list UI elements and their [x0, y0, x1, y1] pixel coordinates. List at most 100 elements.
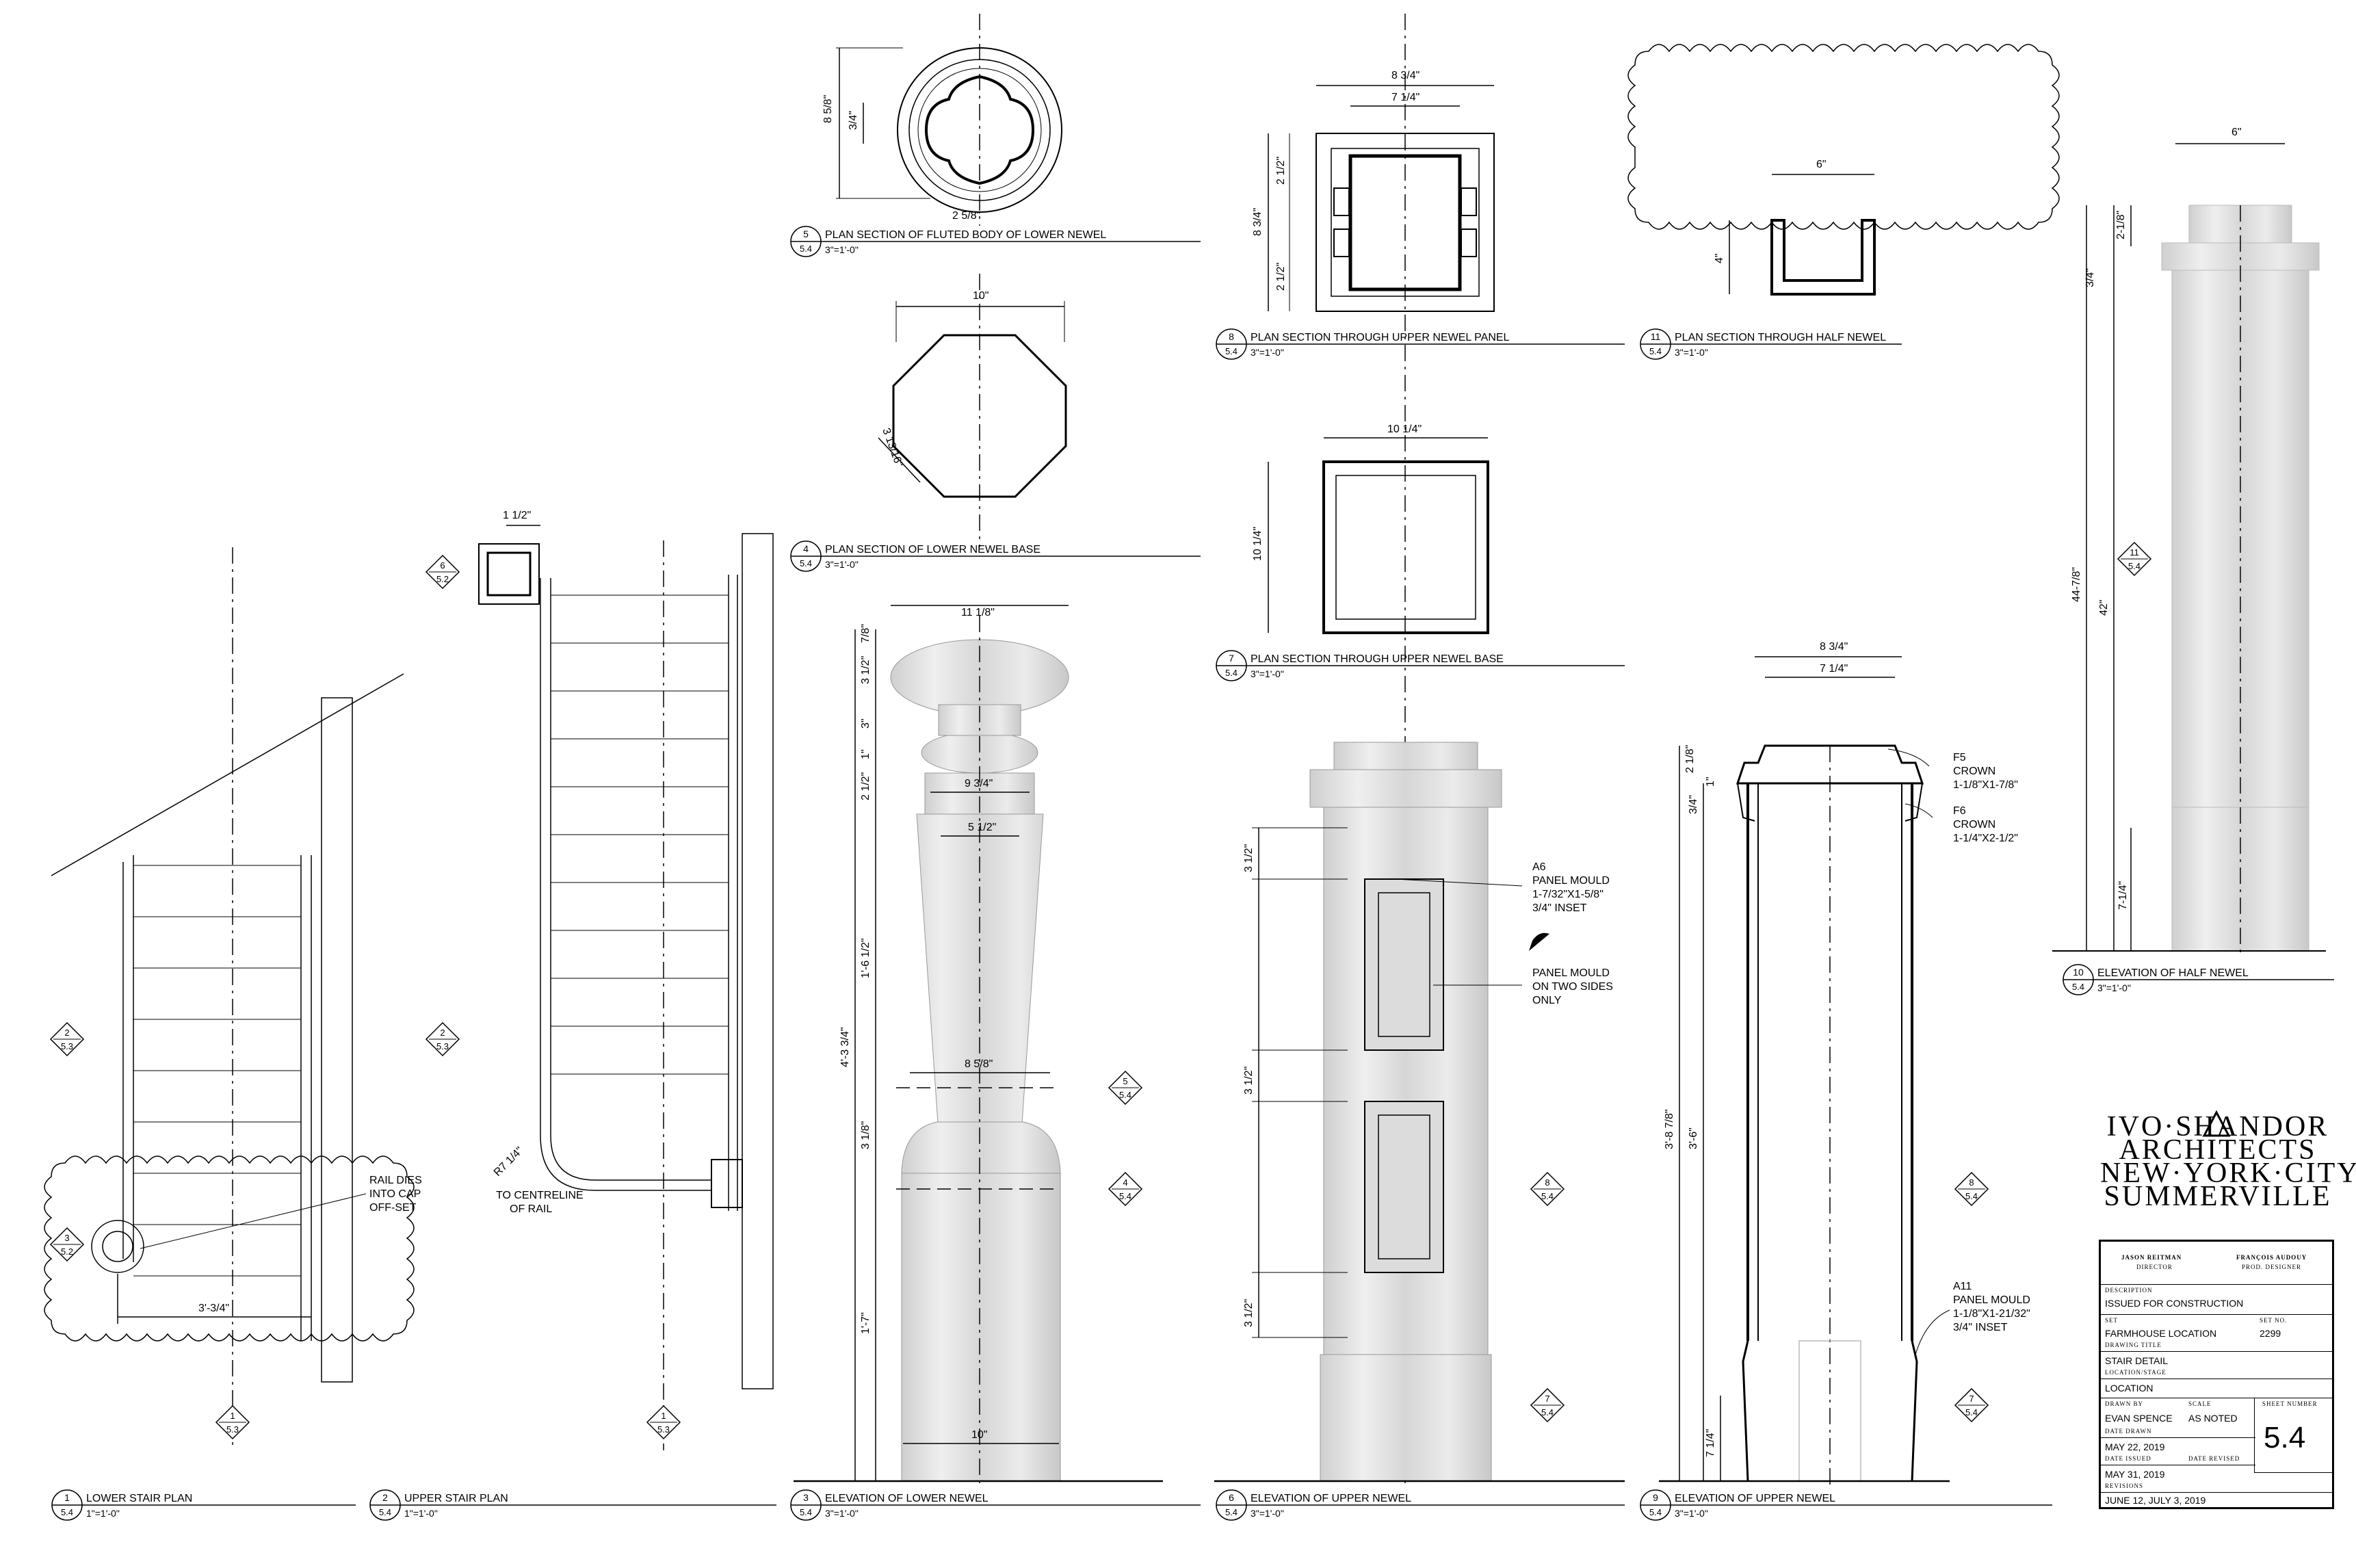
- detail-5-fluted-plan: [836, 14, 1062, 226]
- title-5-label: PLAN SECTION OF FLUTED BODY OF LOWER NEW…: [825, 229, 1106, 241]
- note-a11-3: 1-1/8"X1-21/32": [1953, 1308, 2030, 1320]
- title-1-num: 1: [64, 1492, 70, 1503]
- tb-loc-label: LOCATION/STAGE: [2105, 1369, 2167, 1376]
- note-a11-4: 3/4" INSET: [1953, 1322, 2008, 1333]
- detail-7-base-plan: [1268, 437, 1489, 634]
- dim-d10-w: 6": [2231, 127, 2242, 138]
- detail-title-3: 3 5.4 ELEVATION OF LOWER NEWEL 3"=1'-0": [790, 1489, 1201, 1521]
- svg-text:5.3: 5.3: [657, 1424, 670, 1435]
- svg-text:4: 4: [1123, 1177, 1127, 1188]
- ref-tag-2-5-3-right[interactable]: 2 5.3: [425, 1021, 460, 1057]
- note-f6-2: CROWN: [1953, 819, 1995, 831]
- detail-4-octagon-plan: [878, 274, 1067, 547]
- dim-d9-c: 3/4": [1688, 795, 1699, 814]
- tb-drevised-label: DATE REVISED: [2188, 1455, 2240, 1462]
- ref-tag-7-5-4-b[interactable]: 7 5.4: [1954, 1387, 1989, 1423]
- dim-d6-b: 3 1/2": [1243, 1067, 1255, 1095]
- svg-text:2: 2: [64, 1028, 69, 1038]
- dim-d4-s: 3 13/16": [880, 427, 904, 469]
- tb-person-1-name: JASON REITMAN: [2121, 1254, 2182, 1261]
- ref-tag-4-5-4[interactable]: 4 5.4: [1108, 1171, 1143, 1207]
- tb-setno-label: SET No.: [2260, 1317, 2288, 1324]
- title-9-sheet: 5.4: [1649, 1507, 1662, 1517]
- dim-d9-f: 7 1/4": [1705, 1429, 1716, 1457]
- svg-text:5.4: 5.4: [1119, 1191, 1131, 1201]
- detail-title-2: 2 5.4 UPPER STAIR PLAN 1"=1'-0": [369, 1489, 776, 1521]
- detail-title-7: 7 5.4 PLAN SECTION THROUGH UPPER NEWEL B…: [1216, 650, 1625, 681]
- svg-text:5.3: 5.3: [226, 1424, 239, 1435]
- detail-11-half-plan: [1627, 44, 2060, 296]
- ref-tag-11-5-4[interactable]: 11 5.4: [2117, 541, 2152, 577]
- title-6-num: 6: [1229, 1492, 1234, 1503]
- tb-set-label: SET: [2105, 1317, 2119, 1324]
- dim-d9-e: 3'-6": [1688, 1127, 1699, 1149]
- title-11-label: PLAN SECTION THROUGH HALF NEWEL: [1675, 332, 1886, 343]
- note-a11-1: A11: [1953, 1281, 1972, 1292]
- dim-d10-b: 3/4": [2084, 268, 2096, 287]
- svg-text:7: 7: [1545, 1394, 1549, 1404]
- title-11-sheet: 5.4: [1649, 346, 1662, 356]
- title-4-num: 4: [803, 543, 809, 554]
- tb-set: FARMHOUSE LOCATION: [2105, 1328, 2217, 1339]
- tb-person-2-name: FRANÇOIS AUDOUY: [2236, 1254, 2307, 1261]
- ref-tag-7-5-4-a[interactable]: 7 5.4: [1530, 1387, 1565, 1423]
- ref-tag-3-5-2[interactable]: 3 5.2: [49, 1227, 85, 1262]
- ref-tag-8-5-4-a[interactable]: 8 5.4: [1530, 1171, 1565, 1207]
- title-7-num: 7: [1229, 653, 1234, 664]
- title-4-sheet: 5.4: [800, 558, 812, 569]
- ref-tag-5-5-4[interactable]: 5 5.4: [1108, 1070, 1143, 1106]
- ref-tag-1-5-3-right[interactable]: 1 5.3: [646, 1404, 681, 1440]
- title-7-label: PLAN SECTION THROUGH UPPER NEWEL BASE: [1251, 653, 1504, 665]
- ref-tag-2-5-3-left[interactable]: 2 5.3: [49, 1021, 85, 1057]
- dim-d3-j: 8 5/8": [965, 1058, 993, 1070]
- svg-text:7: 7: [1969, 1394, 1974, 1404]
- title-1-label: LOWER STAIR PLAN: [86, 1493, 192, 1504]
- tb-scale-label: SCALE: [2188, 1400, 2212, 1407]
- title-5-sheet: 5.4: [800, 244, 812, 254]
- tb-loc: LOCATION: [2105, 1383, 2154, 1394]
- title-2-label: UPPER STAIR PLAN: [404, 1493, 508, 1504]
- detail-title-8: 8 5.4 PLAN SECTION THROUGH UPPER NEWEL P…: [1216, 328, 1625, 360]
- tb-ddrawn: MAY 22, 2019: [2105, 1441, 2165, 1452]
- dim-d8-w1: 8 3/4": [1391, 70, 1419, 81]
- dim-d5-b: 2 5/8": [952, 210, 980, 222]
- dim-d10-e: 7-1/4": [2117, 881, 2129, 910]
- detail-9-upper-newel-section: [1659, 656, 1950, 1485]
- note-rail-dies-2: INTO CAP: [369, 1188, 421, 1200]
- detail-6-upper-newel-elevation: [1214, 742, 1625, 1482]
- tb-setno: 2299: [2260, 1328, 2281, 1339]
- dim-d8-h: 8 3/4": [1252, 208, 1264, 236]
- tb-rev-label: REVISIONS: [2105, 1482, 2144, 1489]
- note-a6-4: 3/4" INSET: [1532, 902, 1587, 914]
- title-5-num: 5: [803, 228, 809, 239]
- dim-d10-a: 2-1/8": [2115, 211, 2127, 239]
- svg-text:5.3: 5.3: [436, 1041, 449, 1051]
- detail-3-lower-newel-elevation: [794, 605, 1163, 1485]
- title-4-label: PLAN SECTION OF LOWER NEWEL BASE: [825, 544, 1040, 556]
- ref-tag-6-5-2[interactable]: 6 5.2: [425, 554, 460, 590]
- ref-tag-8-5-4-b[interactable]: 8 5.4: [1954, 1171, 1989, 1207]
- svg-text:3: 3: [64, 1233, 69, 1243]
- title-3-num: 3: [803, 1492, 809, 1503]
- ref-tag-1-5-3-left[interactable]: 1 5.3: [215, 1404, 250, 1440]
- svg-text:6: 6: [440, 560, 445, 571]
- title-1-sheet: 5.4: [61, 1507, 73, 1517]
- svg-text:5.3: 5.3: [61, 1041, 73, 1051]
- dim-d2-r: R7 1/4": [492, 1145, 525, 1178]
- title-1-scale: 1"=1'-0": [86, 1508, 120, 1519]
- tb-ddrawn-label: DATE DRAWN: [2105, 1428, 2152, 1435]
- svg-text:5.4: 5.4: [1541, 1191, 1554, 1201]
- title-2-sheet: 5.4: [379, 1507, 391, 1517]
- note-f5-3: 1-1/8"X1-7/8": [1953, 779, 2018, 791]
- note-f6-3: 1-1/4"X2-1/2": [1953, 833, 2018, 844]
- dim-d2-w: 1 1/2": [503, 510, 531, 521]
- detail-2-upper-stair-plan: [478, 525, 774, 1450]
- title-9-scale: 3"=1'-0": [1675, 1508, 1708, 1519]
- svg-text:5.4: 5.4: [2128, 561, 2141, 571]
- note-panel-two-2: ON TWO SIDES: [1532, 981, 1613, 993]
- title-8-num: 8: [1229, 331, 1234, 342]
- detail-title-4: 4 5.4 PLAN SECTION OF LOWER NEWEL BASE 3…: [790, 540, 1201, 572]
- tb-sheetno-label: SHEET NUMBER: [2262, 1400, 2318, 1407]
- dim-d9-a: 2 1/8": [1684, 745, 1696, 773]
